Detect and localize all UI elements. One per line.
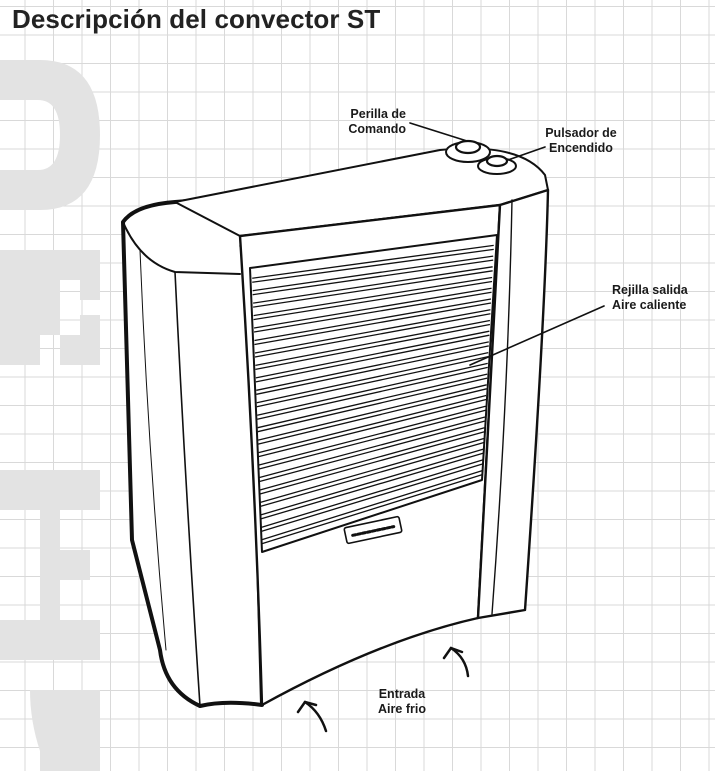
ignition-button-label-line1: Pulsador de xyxy=(545,126,617,140)
ignition-button-label: Pulsador de Encendido xyxy=(536,126,626,156)
air-intake-label: Entrada Aire frio xyxy=(362,687,442,717)
grille-slat xyxy=(254,298,492,346)
ignition-button-label-line2: Encendido xyxy=(549,141,613,155)
grille-label-line1: Rejilla salida xyxy=(612,283,688,297)
grille-slat xyxy=(261,459,484,532)
page-title: Descripción del convector ST xyxy=(12,4,381,34)
grille-slat xyxy=(261,470,483,545)
air-intake-label-line2: Aire frio xyxy=(378,702,426,716)
grille-slat xyxy=(256,352,489,408)
grille-slat xyxy=(254,309,491,358)
grille-slat xyxy=(253,266,493,308)
control-knob-label-line2: Comando xyxy=(348,122,406,136)
right-side-panel xyxy=(476,188,550,620)
ignition-leader-line xyxy=(507,146,546,161)
grille-slat xyxy=(252,255,494,296)
grille-slat xyxy=(257,373,488,433)
air-intake-label-line1: Entrada xyxy=(378,687,426,701)
air-outlet-grille xyxy=(252,244,494,545)
grille-slat xyxy=(252,244,494,283)
grille-leader-line xyxy=(469,305,605,366)
grille-slat xyxy=(257,384,487,445)
grille-label-line2: Aire caliente xyxy=(612,298,687,312)
grille-slat xyxy=(255,319,491,371)
grille-label: Rejilla salida Aire caliente xyxy=(612,283,708,313)
knob-leader-line xyxy=(409,122,468,142)
grille-slat xyxy=(259,416,486,483)
grille-slat xyxy=(257,362,488,420)
control-knob-label-line1: Perilla de xyxy=(350,107,406,121)
grille-slat xyxy=(260,437,485,508)
grille-slat xyxy=(253,276,493,321)
grille-slat xyxy=(260,448,484,520)
grille-slat xyxy=(255,330,490,383)
grille-slat xyxy=(256,341,489,395)
grille-slat xyxy=(253,287,492,333)
grille-slat xyxy=(259,427,485,495)
grille-slat xyxy=(258,394,487,458)
intake-arrow-left xyxy=(303,700,328,733)
grille-slat xyxy=(258,405,486,470)
control-knob-label: Perilla de Comando xyxy=(330,107,406,137)
